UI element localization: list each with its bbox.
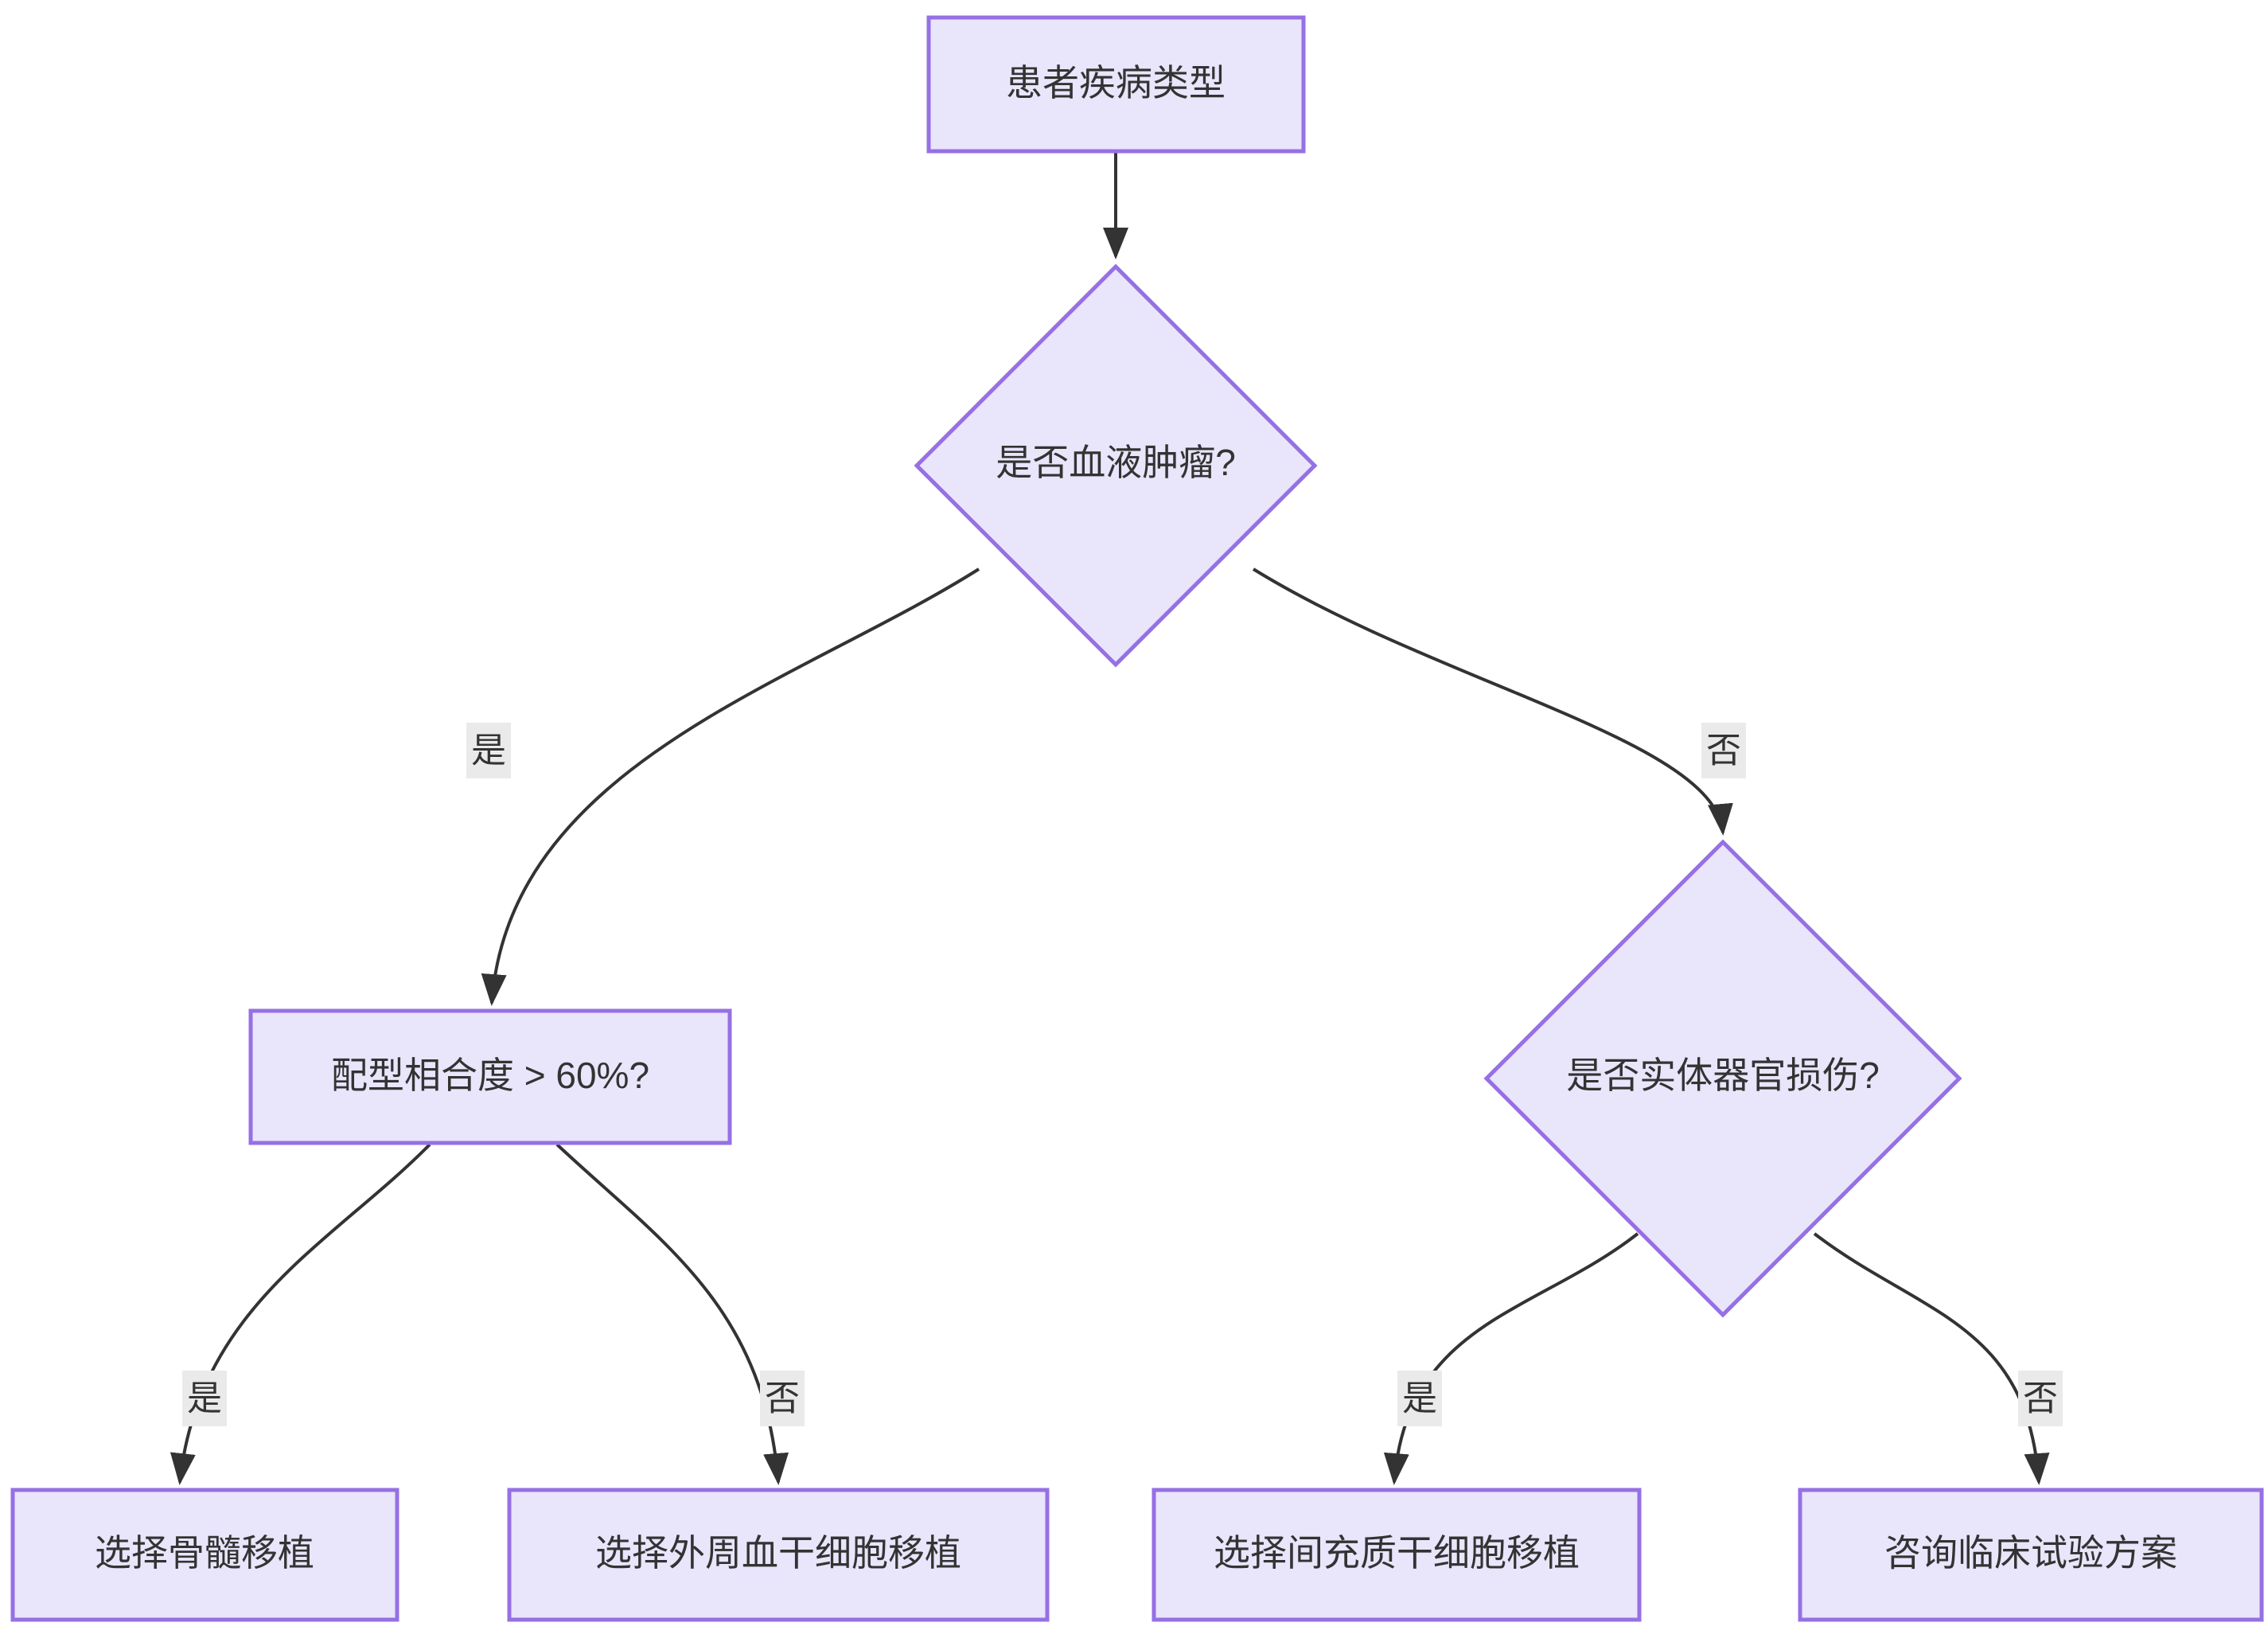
node-layer: 患者疾病类型 是否血液肿瘤? 配型相合度 > 60%? 是否实体器官损伤? 选择…: [10, 15, 2264, 1622]
edge-label-text: 否: [1706, 731, 1741, 770]
node-leaf4-label: 咨询临床试验方案: [1884, 1532, 2177, 1574]
node-d3[interactable]: 是否实体器官损伤?: [1483, 839, 1962, 1318]
edge-label-d3-no: 否: [2018, 1371, 2063, 1426]
node-d1[interactable]: 是否血液肿瘤?: [914, 263, 1318, 668]
node-d3-label: 是否实体器官损伤?: [1566, 1055, 1880, 1096]
node-leaf4-shape[interactable]: [1798, 1488, 2264, 1622]
edge-d3-to-leaf3: [1383, 1232, 1639, 1485]
edge-label-text: 是: [187, 1379, 222, 1418]
edge-d2-to-leaf1: [170, 1143, 431, 1485]
edge-d3-to-leaf4: [1813, 1232, 2050, 1485]
node-d3-shape[interactable]: [1483, 839, 1962, 1318]
node-root[interactable]: 患者疾病类型: [926, 15, 1306, 154]
edge-label-text: 是: [1402, 1379, 1437, 1418]
edge-d1-to-d3: [1252, 567, 1733, 836]
node-leaf3-label: 选择间充质干细胞移植: [1214, 1532, 1580, 1574]
node-leaf1-label: 选择骨髓移植: [95, 1532, 314, 1574]
edge-d1-to-d2: [481, 567, 980, 1006]
node-leaf3[interactable]: 选择间充质干细胞移植: [1152, 1488, 1642, 1622]
node-d2-shape[interactable]: [248, 1008, 732, 1145]
edge-label-d1-no: 否: [1701, 723, 1746, 778]
node-leaf1[interactable]: 选择骨髓移植: [10, 1488, 399, 1622]
edge-label-d3-yes: 是: [1397, 1371, 1442, 1426]
edge-layer: [170, 151, 2050, 1485]
node-root-label: 患者疾病类型: [1006, 62, 1226, 103]
node-leaf2[interactable]: 选择外周血干细胞移植: [507, 1488, 1050, 1622]
edge-label-text: 否: [765, 1379, 800, 1418]
node-d1-shape[interactable]: [914, 263, 1318, 668]
edge-label-d2-yes: 是: [182, 1371, 227, 1426]
node-leaf3-shape[interactable]: [1152, 1488, 1642, 1622]
node-leaf1-shape[interactable]: [10, 1488, 399, 1622]
node-leaf2-shape[interactable]: [507, 1488, 1050, 1622]
node-leaf2-label: 选择外周血干细胞移植: [595, 1532, 961, 1574]
edge-label-text: 否: [2023, 1379, 2058, 1418]
edge-d2-to-leaf2: [555, 1143, 789, 1485]
node-leaf4[interactable]: 咨询临床试验方案: [1798, 1488, 2264, 1622]
edge-label-text: 是: [471, 731, 506, 770]
node-d2-label: 配型相合度 > 60%?: [331, 1055, 649, 1096]
edge-label-d1-yes: 是: [466, 723, 511, 778]
edge-label-d2-no: 否: [760, 1371, 805, 1426]
edge-label-layer: 是 否 是 否 是 否: [182, 723, 2063, 1426]
node-root-shape[interactable]: [926, 15, 1306, 154]
node-d2[interactable]: 配型相合度 > 60%?: [248, 1008, 732, 1145]
node-d1-label: 是否血液肿瘤?: [996, 442, 1236, 483]
